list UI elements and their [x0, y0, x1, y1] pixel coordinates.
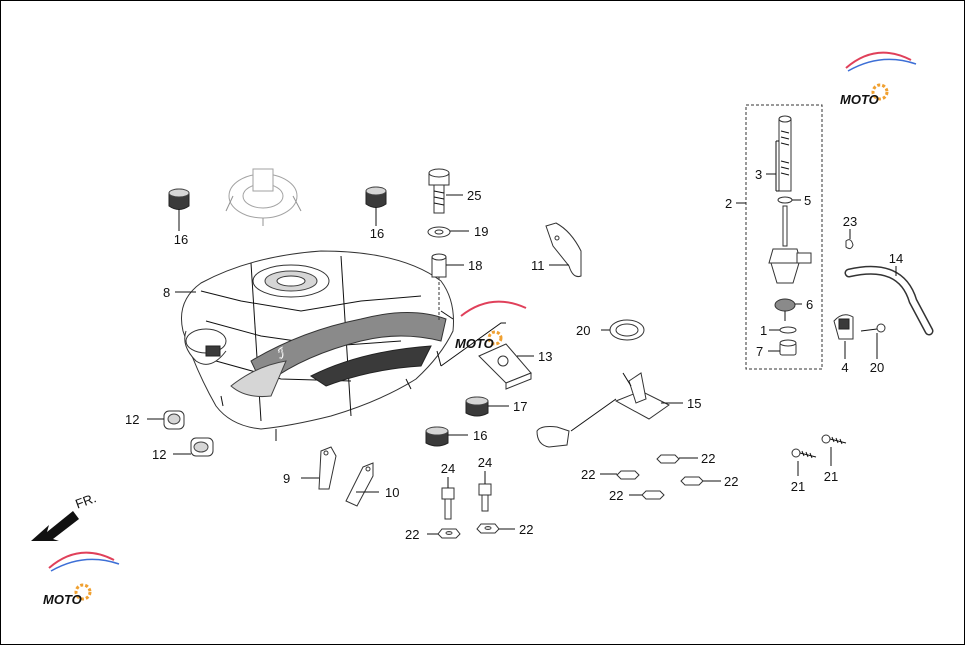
- packing-19: [609, 319, 645, 341]
- o-ring-1: [779, 326, 797, 334]
- holder-4: [833, 314, 854, 340]
- callout-16: 16: [174, 232, 188, 247]
- fuel-pump-ghost: [225, 168, 302, 226]
- callout-23: 23: [843, 214, 857, 229]
- callout-19: 20: [576, 323, 590, 338]
- callout-1: 1: [760, 323, 767, 338]
- callout-12: 12: [152, 447, 166, 462]
- rubber-12-b: [190, 437, 214, 457]
- bracket-9: [318, 446, 337, 490]
- grommet-16-c: [465, 396, 489, 417]
- rubber-12-a: [163, 410, 185, 430]
- callout-20: 20: [870, 360, 884, 375]
- callout-15: 15: [687, 396, 701, 411]
- callout-22: 22: [724, 474, 738, 489]
- callout-13: 13: [538, 349, 552, 364]
- callout-22: 22: [581, 467, 595, 482]
- watermark-text-3: MOTO: [43, 592, 82, 607]
- nut-22-d: [656, 454, 680, 464]
- callout-11: 11: [531, 258, 545, 273]
- collar-17: [431, 253, 447, 278]
- front-direction-indicator: FR.: [31, 490, 98, 541]
- callout-6: 6: [806, 297, 813, 312]
- strainer-6: [774, 298, 796, 321]
- callout-4: 4: [841, 360, 848, 375]
- callout-22: 22: [609, 488, 623, 503]
- o-ring-5: [777, 196, 793, 204]
- watermark-text-1: MOTO: [840, 92, 879, 107]
- callout-2: 2: [725, 196, 732, 211]
- fuel-hose-14: [844, 265, 934, 336]
- bolt-24-a: [441, 487, 455, 520]
- bracket-11: [545, 222, 582, 277]
- grommet-16-b: [365, 186, 387, 208]
- front-arrow-icon: [31, 511, 79, 541]
- callout-16: 16: [473, 428, 487, 443]
- watermark-top-right: MOTO: [840, 51, 917, 107]
- bolt-24-b: [478, 483, 492, 512]
- callout-8: 8: [163, 285, 170, 300]
- bolt-25: [428, 168, 450, 214]
- nut-22-e: [680, 476, 704, 486]
- screw-21-b: [821, 434, 847, 445]
- nut-22-f: [641, 490, 665, 500]
- callout-21: 21: [791, 479, 805, 494]
- callout-16: 16: [370, 226, 384, 241]
- fuel-cock-2: [768, 115, 812, 284]
- grommet-16-a: [168, 188, 190, 210]
- callout-24: 24: [441, 461, 455, 476]
- watermark-text-2: MOTO: [455, 336, 494, 351]
- callout-24: 24: [478, 455, 492, 470]
- clip-23: [845, 239, 854, 250]
- leader-lines: [147, 140, 897, 535]
- nut-22-a: [437, 528, 461, 539]
- tank-cap-13: [478, 343, 532, 390]
- watermark-bottom-left: MOTO: [43, 551, 120, 607]
- callout-3: 3: [755, 167, 762, 182]
- watermark-center: MOTO: [455, 300, 527, 351]
- cup-7: [779, 339, 797, 356]
- callout-22: 22: [405, 527, 419, 542]
- callout-7: 7: [756, 344, 763, 359]
- fuel-tank: ℐ: [181, 250, 454, 441]
- washer-18: [427, 226, 451, 238]
- grommet-16-d: [425, 426, 449, 447]
- assembly-line-cap: [440, 322, 506, 367]
- callout-25: 25: [467, 188, 481, 203]
- callout-18: 19: [474, 224, 488, 239]
- callout-16: 17: [513, 399, 527, 414]
- callout-17: 18: [468, 258, 482, 273]
- callout-labels: 16 16 8 12 12 25 19 18 11 20 13 15 17 16…: [125, 167, 903, 542]
- callout-22: 22: [519, 522, 533, 537]
- callout-12: 12: [125, 412, 139, 427]
- screw-21-a: [791, 448, 817, 459]
- front-label: FR.: [73, 490, 98, 511]
- fuel-sensor-15: [536, 372, 670, 448]
- callout-14: 14: [889, 251, 903, 266]
- screw-20: [860, 323, 886, 333]
- callout-9: 9: [283, 471, 290, 486]
- bracket-10: [345, 462, 374, 507]
- callout-5: 5: [804, 193, 811, 208]
- callout-10: 10: [385, 485, 399, 500]
- nut-22-b: [476, 523, 500, 534]
- nut-22-c: [616, 470, 640, 480]
- callout-22: 22: [701, 451, 715, 466]
- callout-21: 21: [824, 469, 838, 484]
- fuel-cock-assembly-box: [745, 104, 823, 370]
